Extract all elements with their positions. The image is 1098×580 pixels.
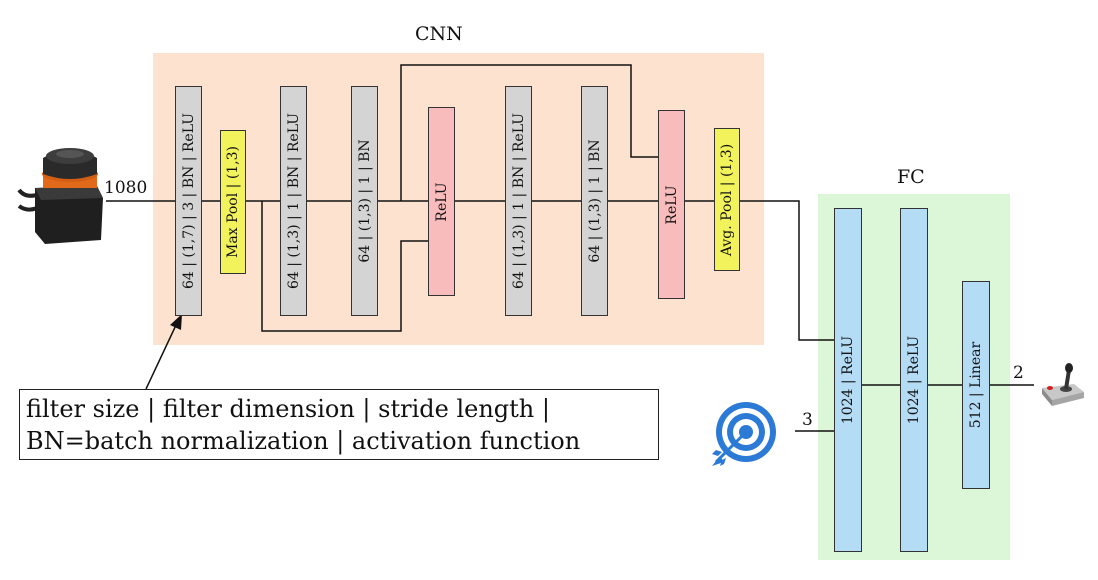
conv-layer-2: 64 | (1,3) | 1 | BN | ReLU [280, 86, 307, 316]
layer-label: ReLU [433, 181, 450, 222]
cnn-to-fc-line [740, 200, 834, 341]
joystick-icon [1042, 363, 1084, 406]
conv-layer-5: 64 | (1,3) | 1 | BN [581, 86, 608, 316]
layer-label: 1024 | ReLU [906, 335, 922, 425]
conv-layer-1: 64 | (1,7) | 3 | BN | ReLU [175, 86, 202, 316]
cnn-title: CNN [415, 23, 463, 45]
avg-pool-layer: Avg. Pool | (1,3) [714, 128, 740, 271]
skip-connection-1 [261, 201, 428, 332]
layer-label: Max Pool | (1,3) [225, 145, 241, 259]
goal-input-size-label: 3 [802, 410, 813, 430]
fc-title: FC [897, 166, 925, 188]
layer-label: 1024 | ReLU [840, 335, 856, 425]
layer-label: 64 | (1,3) | 1 | BN | ReLU [510, 112, 527, 290]
legend-box: filter size | filter dimension | stride … [19, 389, 659, 460]
lidar-sensor-icon [17, 148, 103, 244]
legend-line-2: BN=batch normalization | activation func… [26, 427, 581, 455]
layer-label: 512 | Linear [968, 341, 984, 429]
conv-layer-4: 64 | (1,3) | 1 | BN | ReLU [505, 86, 532, 316]
relu-layer-1: ReLU [428, 107, 455, 296]
target-icon [712, 402, 776, 466]
layer-label: 64 | (1,3) | 1 | BN | ReLU [285, 112, 302, 290]
legend-pointer-arrowhead [170, 314, 182, 330]
conv-layer-3: 64 | (1,3) | 1 | BN [351, 86, 378, 316]
fc-layer-1: 1024 | ReLU [834, 208, 862, 552]
legend-line-1: filter size | filter dimension | stride … [26, 395, 550, 423]
layer-label: ReLU [663, 184, 680, 225]
relu-layer-2: ReLU [658, 110, 685, 299]
layer-label: 64 | (1,3) | 1 | BN [586, 139, 603, 263]
layer-label: 64 | (1,3) | 1 | BN [356, 139, 373, 263]
input-size-label: 1080 [104, 178, 148, 198]
output-size-label: 2 [1013, 363, 1024, 383]
layer-label: Avg. Pool | (1,3) [719, 143, 735, 256]
layer-label: 64 | (1,7) | 3 | BN | ReLU [180, 112, 197, 290]
fc-layer-3: 512 | Linear [962, 281, 990, 489]
legend-pointer [145, 322, 178, 390]
fc-layer-2: 1024 | ReLU [900, 208, 928, 552]
max-pool-layer: Max Pool | (1,3) [220, 130, 246, 274]
skip-connection-2 [400, 64, 658, 201]
